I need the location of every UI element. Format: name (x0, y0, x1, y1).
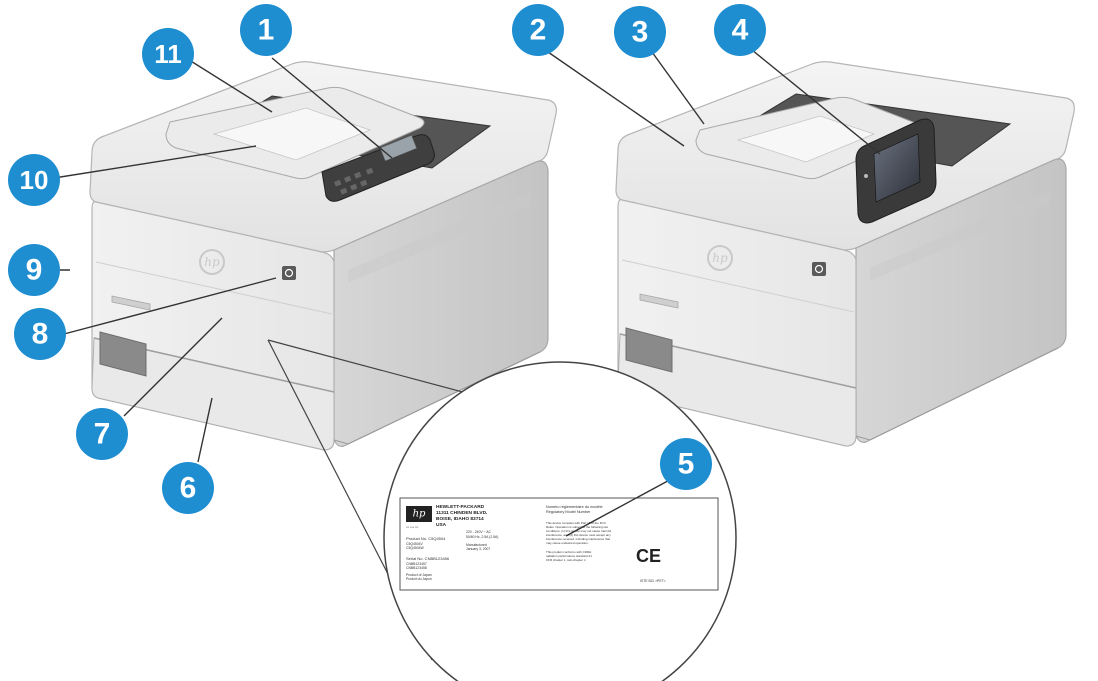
power-button-icon[interactable] (812, 262, 826, 276)
label-company: HEWLETT-PACKARD (436, 504, 485, 510)
hp-logo-icon: hp (199, 249, 225, 275)
ce-mark: CE (636, 546, 661, 566)
label-fcc-5: interference received, including interfe… (546, 537, 610, 541)
svg-text:7: 7 (94, 418, 111, 451)
label-serial-no: Serial No. CNBB123456 (406, 556, 450, 561)
power-button-icon[interactable] (282, 266, 296, 280)
printer-right-tray-1-slot (639, 293, 679, 309)
label-fcc-4: interference, and (2) this device must a… (546, 533, 611, 537)
printer-left-lcd-display (379, 134, 418, 162)
label-regulatory-1: Numéro réglementaire du modèle (546, 505, 603, 509)
label-manufactured-date: January 3, 2007 (466, 547, 490, 551)
leader-8 (63, 277, 277, 335)
callout-6: 6 (162, 462, 214, 514)
label-fcc-1: This device complies with Part 15 of the… (546, 521, 607, 525)
printer-right-tray-handle (625, 327, 673, 373)
label-address-2: BOISE, IDAHO 83714 (436, 516, 484, 522)
callout-5: 5 (660, 438, 712, 490)
label-serial-sub-2: CNBB123458 (406, 566, 427, 570)
callout-9: 9 (8, 244, 60, 296)
printer-left-tray-1-slot (111, 295, 151, 311)
home-button-icon[interactable] (864, 174, 868, 178)
label-manufactured: Manufactured (466, 543, 487, 547)
label-regulatory-2: Regulatory Model Number (546, 510, 591, 514)
svg-text:1: 1 (258, 14, 275, 47)
label-product-sub-2: C5Q4504W (406, 546, 425, 550)
printer-right-touchscreen-display (873, 133, 921, 203)
svg-text:8: 8 (32, 318, 49, 351)
leader-3 (651, 51, 705, 125)
callout-10: 10 (8, 154, 60, 206)
label-cdrh-1: This product conforms with CDRH (546, 550, 591, 554)
svg-text:5: 5 (678, 448, 695, 481)
callout-4: 4 (714, 4, 766, 56)
svg-text:9: 9 (26, 254, 43, 287)
label-product-no: Product No. C5Q4504 (406, 536, 446, 541)
svg-text:6: 6 (180, 472, 197, 505)
svg-text:11: 11 (154, 39, 182, 69)
callout-8: 8 (14, 308, 66, 360)
label-origin-1: Product of Japan (406, 573, 432, 577)
printer-left-tray-handle (99, 331, 147, 377)
printer-right-touchscreen-model: hp (615, 61, 1075, 447)
serial-label-magnifier: hp i n v e n t HEWLETT-PACKARD 11311 CHI… (267, 339, 737, 681)
callouts: 1 2 3 4 5 6 7 8 (8, 4, 766, 514)
leader-7 (123, 317, 223, 417)
callout-7: 7 (76, 408, 128, 460)
leader-6 (197, 397, 213, 463)
hp-logo-icon: hp (707, 245, 733, 271)
label-footer: ISTE BCI >PET< (640, 579, 666, 583)
leader-11 (185, 57, 273, 113)
label-invent: i n v e n t (406, 525, 418, 529)
label-fcc-2: Rules. Operation is subject to the follo… (546, 525, 609, 529)
label-power: 220 - 240V ~ AC (466, 530, 492, 534)
label-cdrh-3: CFR chapter 1, sub-chapter J. (546, 558, 586, 562)
leader-10 (53, 145, 257, 179)
svg-text:hp: hp (712, 251, 728, 265)
svg-text:10: 10 (20, 165, 49, 195)
label-address-1: 11311 CHINDEN BLVD. (436, 510, 487, 516)
svg-text:2: 2 (530, 14, 547, 47)
printer-left-panel-buttons (334, 167, 374, 195)
label-cdrh-2: radiation performance standard 21 (546, 554, 592, 558)
callout-2: 2 (512, 4, 564, 56)
leader-1 (271, 57, 393, 159)
label-origin-2: Produit du Japon (406, 577, 432, 581)
callout-3: 3 (614, 6, 666, 58)
callout-11: 11 (142, 28, 194, 80)
leader-2 (547, 51, 685, 147)
label-country: USA (436, 522, 447, 528)
label-fcc-6: may cause undesired operation. (546, 541, 589, 545)
svg-text:hp: hp (413, 509, 426, 520)
label-fcc-3: conditions: (1) this device may not caus… (546, 529, 611, 533)
printer-right-side-panel (855, 158, 1067, 443)
label-serial-sub-1: CNBB123457 (406, 562, 427, 566)
label-product-sub-1: C5Q4504V (406, 542, 424, 546)
label-power-sub: 50/60 Hz, 2.5A (2.5A) (466, 535, 498, 539)
leader-4 (751, 49, 881, 155)
svg-text:4: 4 (732, 14, 749, 47)
callout-1: 1 (240, 4, 292, 56)
printer-left-lcd-model: hp (89, 61, 557, 451)
printer-left-side-panel (333, 160, 549, 447)
svg-text:hp: hp (204, 255, 220, 269)
hp-logo-icon: hp (406, 506, 432, 522)
svg-text:3: 3 (632, 16, 649, 49)
product-serial-label: hp i n v e n t HEWLETT-PACKARD 11311 CHI… (399, 497, 719, 591)
